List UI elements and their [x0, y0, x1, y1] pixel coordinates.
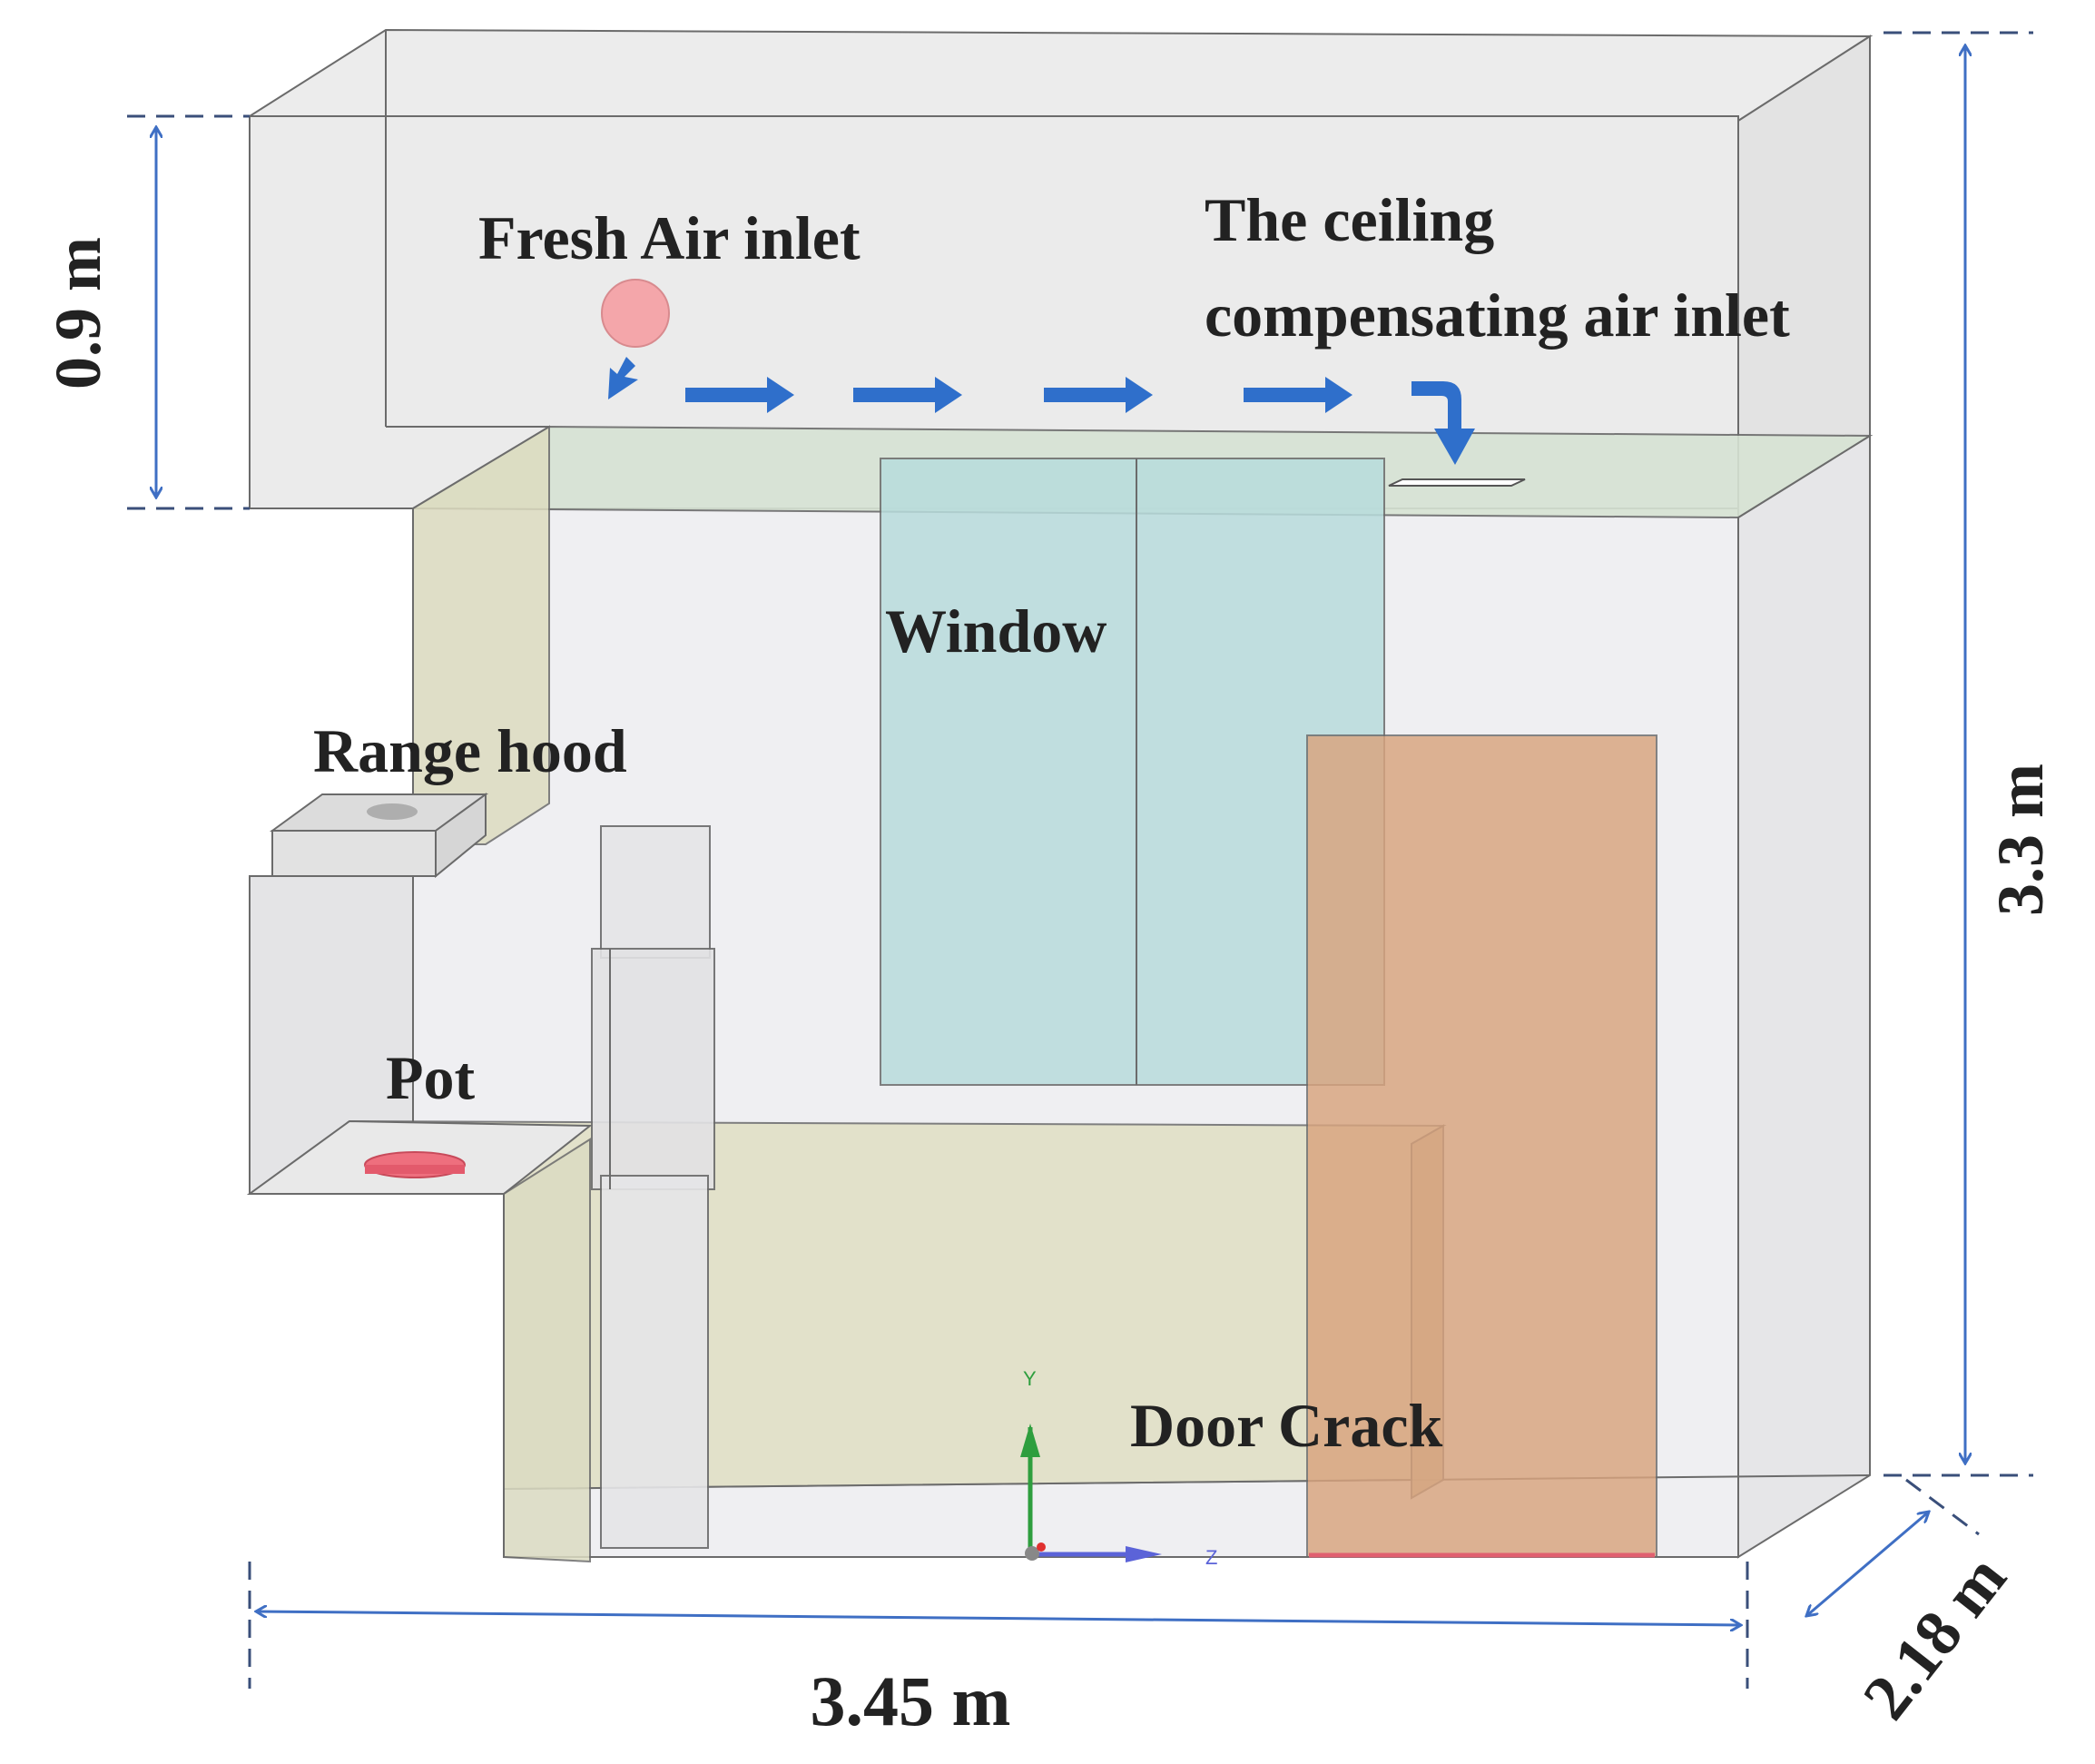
- flow-arrow-bend: [1411, 381, 1475, 465]
- label-pot: Pot: [386, 1043, 476, 1112]
- axis-x-dot: [1037, 1542, 1046, 1552]
- axis-z-arrowhead: [1126, 1546, 1162, 1562]
- dim-label-ceiling-height: 0.9 m: [42, 237, 114, 389]
- airflow-arrows: [608, 357, 1475, 465]
- label-ceiling-line2: compensating air inlet: [1205, 281, 1790, 350]
- dim-label-room-length: 3.45 m: [811, 1661, 1011, 1740]
- door: [1306, 734, 1657, 1558]
- flow-arrow-3: [1044, 377, 1153, 413]
- dimension-lines: [156, 45, 1965, 1625]
- column-stack: [591, 825, 715, 1549]
- range-hood: [249, 793, 489, 1195]
- ceiling-inlet-slot: [1388, 478, 1526, 487]
- axis-triad: Y Z: [1020, 1367, 1217, 1569]
- label-range-hood: Range hood: [313, 716, 627, 785]
- flow-arrow-4: [1244, 377, 1352, 413]
- dim-line-room-depth: [1806, 1512, 1929, 1616]
- fresh-air-inlet-circle: [601, 279, 670, 348]
- flow-arrow-1: [685, 377, 794, 413]
- reference-dashes: [127, 31, 2033, 1689]
- dim-label-room-depth: 2.18 m: [1849, 1542, 2021, 1732]
- label-ceiling-line1: The ceiling: [1205, 185, 1494, 254]
- label-window: Window: [885, 596, 1107, 665]
- window: [880, 458, 1385, 1086]
- axis-y-label: Y: [1023, 1367, 1037, 1390]
- label-door-crack: Door Crack: [1130, 1391, 1443, 1460]
- label-fresh-air-inlet: Fresh Air inlet: [478, 203, 861, 272]
- pot: [364, 1151, 466, 1178]
- flow-arrow-2: [853, 377, 962, 413]
- dim-label-room-height: 3.3 m: [1984, 764, 2057, 916]
- axis-origin: [1025, 1546, 1039, 1561]
- axis-z-label: Z: [1205, 1546, 1217, 1569]
- exhaust-duct: [412, 425, 550, 845]
- dim-line-room-length: [256, 1611, 1741, 1625]
- flow-arrow-diagonal: [608, 357, 638, 399]
- axis-y-arrowhead: [1020, 1424, 1040, 1457]
